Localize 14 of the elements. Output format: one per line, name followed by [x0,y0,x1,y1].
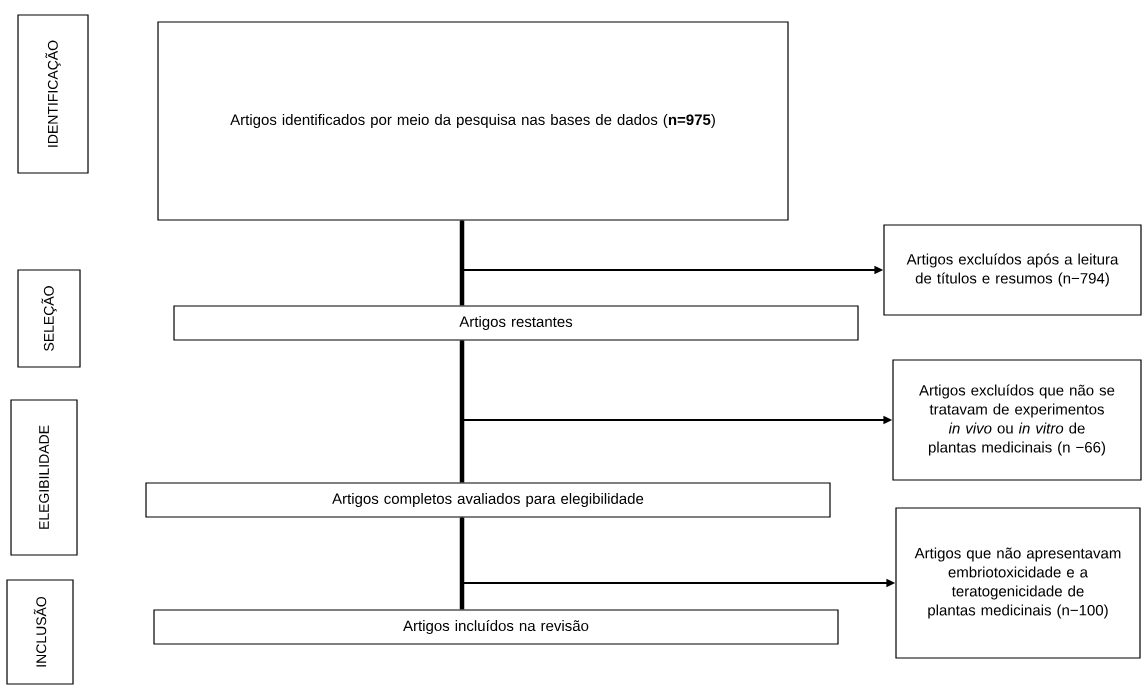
exclusion-box: Artigos que não apresentavam embriotoxicidade e a teratogenicidade de plantas medicinais (n−100) [895,507,1141,659]
connector-line [459,220,465,306]
connector-line [459,517,465,610]
stage-label: SELEÇÃO [17,269,81,368]
process-box: Artigos restantes [173,305,859,341]
exclusion-box: Artigos excluídos após a leitura de títulos e resumos (n−794) [883,224,1142,316]
process-box: Artigos identificados por meio da pesquisa nas bases de dados (n=975) [157,21,789,221]
exclusion-box: Artigos excluídos que não se tratavam de experimentos in vivo ou in vitro de plantas medicinais (n −66) [892,359,1142,481]
stage-label: ELEGIBILIDADE [10,399,78,556]
process-box: Artigos completos avaliados para elegibilidade [145,482,831,518]
stage-label: INCLUSÃO [6,579,74,685]
connector-line [459,340,465,483]
stage-label: IDENTIFICAÇÃO [17,14,89,174]
process-box: Artigos incluídos na revisão [153,609,839,645]
